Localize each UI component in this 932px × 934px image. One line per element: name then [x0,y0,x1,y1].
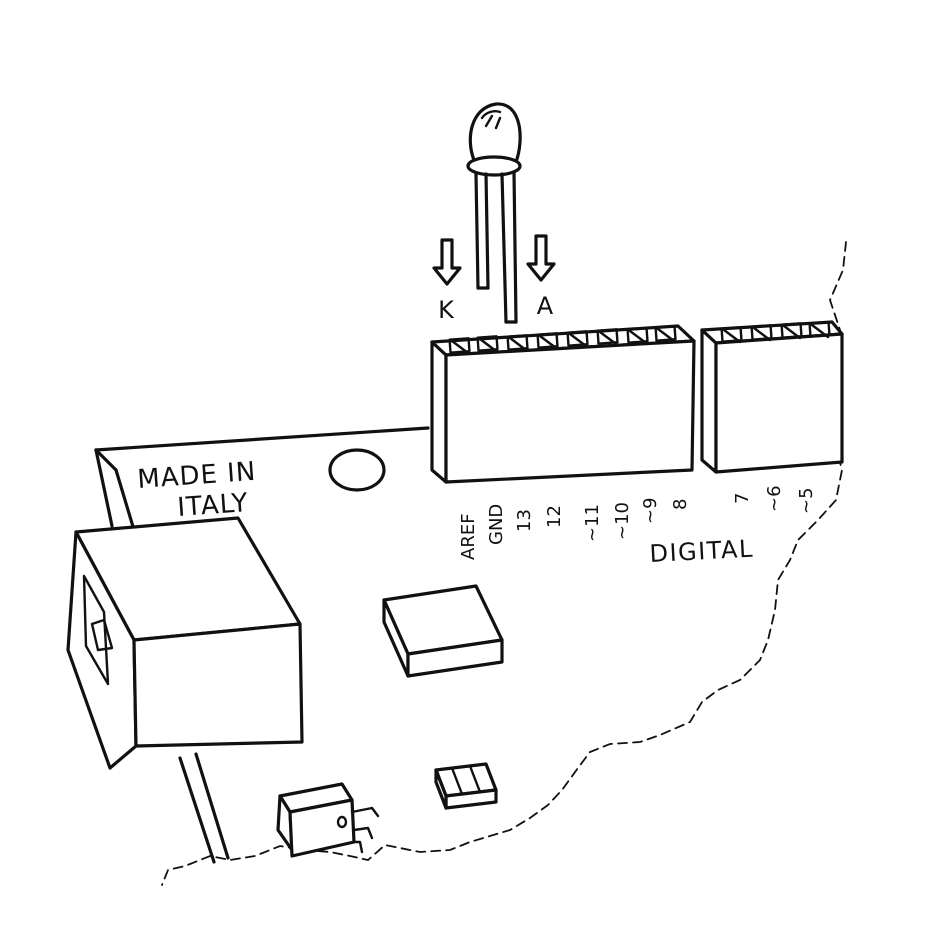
digital-label: DIGITAL [649,535,755,568]
cathode-label: K [438,296,455,324]
led-dome [468,102,522,164]
pin-label: ~10 [612,502,633,540]
pin-label: 8 [670,499,691,510]
pin-label: ~5 [796,487,817,514]
led [466,102,522,324]
pin-labels-right: 7 ~6 ~5 [732,485,817,514]
pin-label: 7 [732,493,753,504]
anode-label: A [537,292,554,320]
led-rim [466,155,522,177]
pin-label: ~11 [582,504,603,542]
pin-label: ~6 [764,485,785,512]
board-outline [94,426,430,532]
smd-component [434,762,498,810]
cathode-arrow [432,238,462,286]
usb-b-connector [66,516,304,864]
ic-chip [382,584,504,678]
pin-label: 13 [514,509,535,532]
pin-label: ~9 [640,497,661,524]
anode-arrow [526,234,556,282]
pin-label: 12 [544,505,565,528]
pin-labels-left: AREF GND 13 12 ~11 ~10 ~9 8 [458,497,691,560]
digital-header-8pin [430,324,696,484]
led-anode-leg [500,172,508,324]
board-torn-edge [161,241,847,886]
voltage-regulator [276,782,380,858]
led-cathode-leg [474,172,480,290]
digital-header-right [700,320,844,474]
mounting-hole [328,448,386,492]
pin-label: GND [486,504,507,545]
pin-label: AREF [458,513,479,560]
